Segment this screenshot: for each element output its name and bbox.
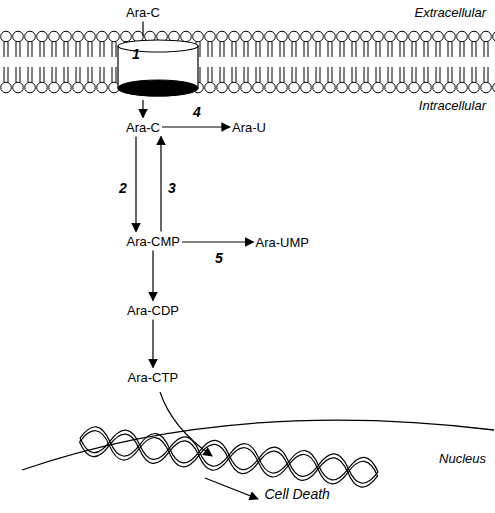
node-text: Ara-C	[126, 120, 160, 135]
pathway-arrow	[142, 100, 143, 118]
step-number: 4	[193, 104, 201, 120]
region-label: Intracellular	[419, 98, 486, 113]
node-text: Ara-CTP	[128, 370, 179, 385]
node-text: Ara-U	[232, 120, 266, 135]
node-text: Cell Death	[265, 487, 330, 502]
node-text: Ara-UMP	[256, 235, 309, 250]
pathway-arrow	[142, 22, 143, 37]
dna-helix	[78, 425, 379, 489]
step-number: 5	[215, 250, 223, 266]
incorporation-arrow	[160, 392, 212, 456]
node-text: Ara-CDP	[127, 303, 179, 318]
node-text: Ara-C	[126, 5, 160, 20]
outcome-label: Cell Death	[265, 487, 330, 502]
node-text: Ara-CMP	[127, 234, 180, 249]
region-label: Extracellular	[414, 5, 486, 20]
pathway-arrow	[152, 320, 153, 368]
lipid-bilayer	[0, 30, 495, 94]
transporter-cylinder: 1	[116, 38, 200, 98]
transporter-outline	[116, 38, 200, 98]
metabolite-label: Ara-CMP	[127, 234, 180, 249]
drug-label: Ara-C	[126, 120, 160, 135]
step-number: 2	[119, 180, 127, 196]
pathway-arrow	[160, 137, 161, 232]
pathway-arrow	[152, 251, 153, 301]
pathway-arrow	[135, 137, 136, 232]
pathway-arrow	[162, 126, 230, 127]
metabolite-label: Ara-U	[232, 120, 266, 135]
metabolite-label: Ara-CTP	[128, 370, 179, 385]
pathway-arrow	[182, 241, 254, 242]
metabolite-label: Ara-CDP	[127, 303, 179, 318]
metabolite-label: Ara-UMP	[256, 235, 309, 250]
callout-number: 1	[132, 47, 140, 62]
region-label: Nucleus	[439, 451, 486, 466]
death-arrow	[205, 478, 258, 499]
drug-label: Ara-C	[126, 5, 160, 20]
step-number: 3	[168, 180, 176, 196]
